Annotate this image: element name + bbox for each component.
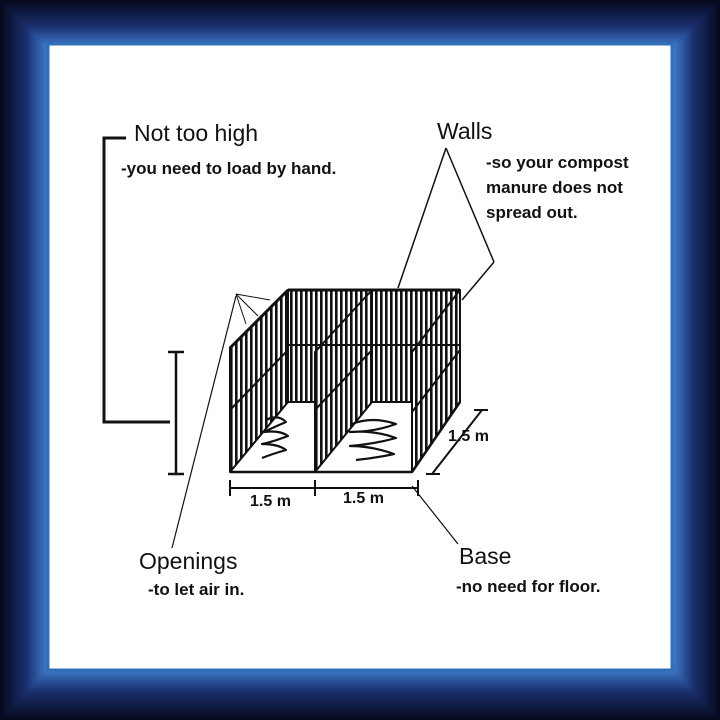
width-right-label: 1.5 m (343, 490, 384, 507)
base-note: -no need for floor. (456, 577, 601, 596)
walls-leader-left (397, 147, 447, 289)
width-left-label: 1.5 m (250, 493, 291, 510)
not-too-high-note: -you need to load by hand. (121, 159, 337, 178)
openings-note: -to let air in. (148, 580, 245, 599)
compost-pile-left (260, 416, 290, 460)
walls-note-line-1: -so your compost (486, 153, 629, 172)
compost-bin-illustration (228, 288, 462, 474)
walls-leader-right-b (461, 261, 495, 301)
walls-note-line-3: spread out. (486, 203, 578, 222)
depth-label: 1.5 m (448, 428, 489, 445)
openings-leader (171, 295, 237, 549)
walls-title: Walls (437, 118, 493, 144)
walls-leader-right-a (445, 147, 495, 263)
leader-lines (102, 136, 495, 549)
walls-note-line-2: manure does not (486, 178, 623, 197)
base-title: Base (459, 543, 512, 569)
openings-title: Openings (139, 548, 238, 574)
base-leader (411, 485, 459, 545)
not-too-high-title: Not too high (134, 120, 259, 146)
compost-pile-right (348, 418, 398, 462)
not-too-high-leader (102, 136, 170, 424)
depth-dimension-line (431, 409, 483, 475)
